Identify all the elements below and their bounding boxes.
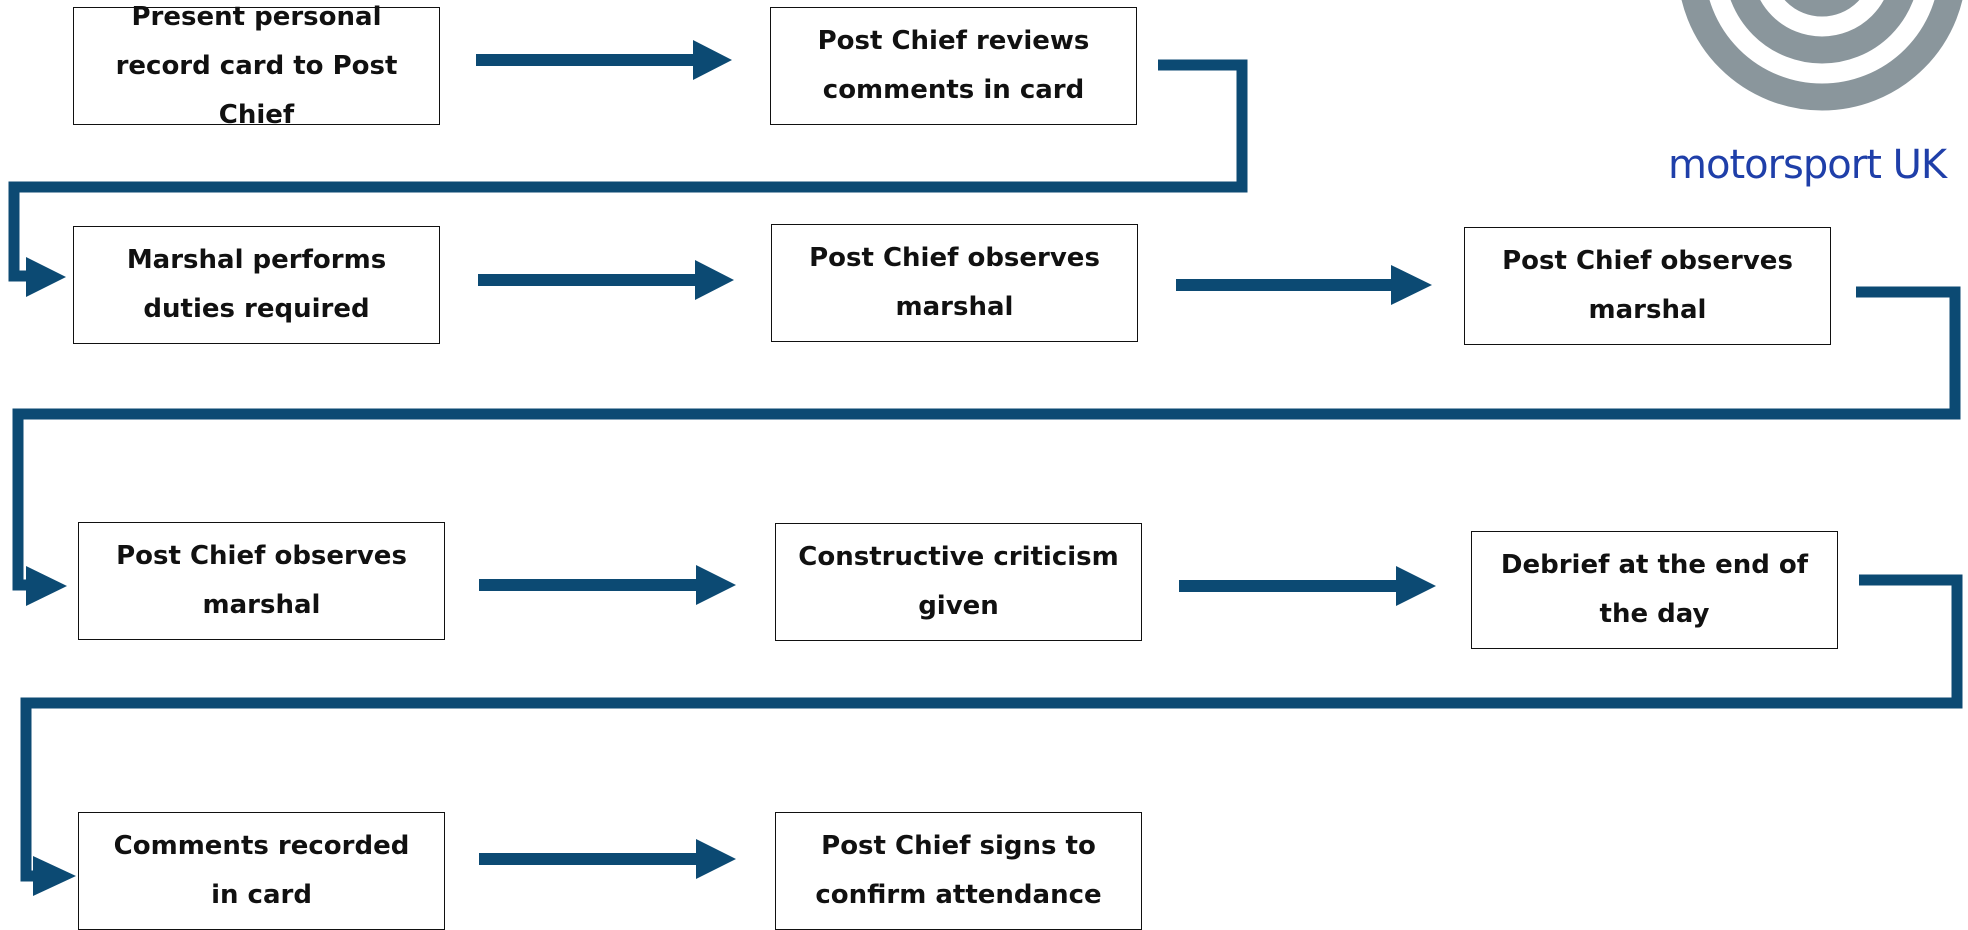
arrow-step6-to-step7 [479, 565, 736, 605]
step-sign-attendance: Post Chief signs to confirm attendance [775, 812, 1142, 930]
step-review-comments: Post Chief reviews comments in card [770, 7, 1137, 125]
step-marshal-performs-duties: Marshal performs duties required [73, 226, 440, 344]
logo-wordmark: motorsport UK [1668, 142, 1947, 188]
step-comments-recorded: Comments recorded in card [78, 812, 445, 930]
arrow-step9-to-step10 [479, 839, 736, 879]
arrowhead-into-step3 [26, 257, 66, 297]
connector-row2-to-row3 [12, 286, 1961, 591]
arrow-step3-to-step4 [478, 260, 734, 300]
step-observe-marshal-1: Post Chief observes marshal [771, 224, 1138, 342]
connector-row3-to-row4 [20, 574, 1963, 882]
step-present-record-card: Present personal record card to Post Chi… [73, 2, 440, 130]
motorsport-uk-logo-icon [1681, 0, 1963, 111]
arrow-step1-to-step2 [476, 40, 732, 80]
step-observe-marshal-3: Post Chief observes marshal [78, 522, 445, 640]
step-observe-marshal-2: Post Chief observes marshal [1464, 227, 1831, 345]
connector-row1-to-row2 [8, 59, 1248, 282]
arrowhead-into-step6 [26, 566, 67, 606]
step-debrief: Debrief at the end of the day [1471, 531, 1838, 649]
step-constructive-criticism: Constructive criticism given [775, 523, 1142, 641]
arrow-step4-to-step5 [1176, 265, 1432, 305]
arrowhead-into-step9 [33, 856, 76, 896]
arrow-step7-to-step8 [1179, 566, 1436, 606]
